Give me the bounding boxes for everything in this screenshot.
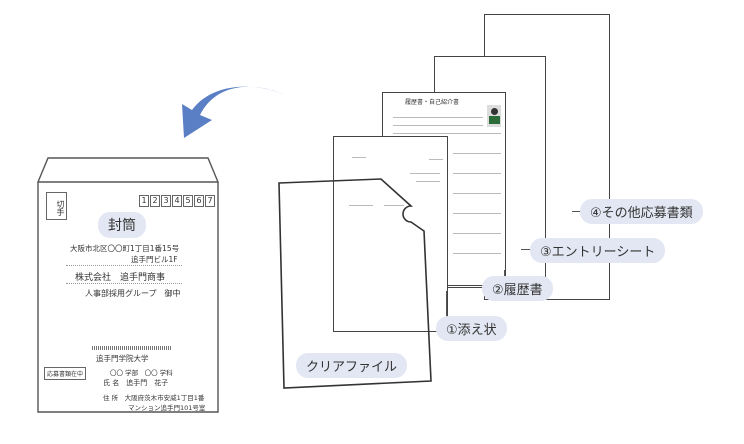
resume-label: ②履歴書 (482, 276, 553, 301)
postal-digit: 1 (139, 195, 149, 207)
sender-address: 住 所 大阪府茨木市安威1丁目1番 (103, 394, 205, 402)
clear-file-label: クリアファイル (296, 353, 408, 378)
other-documents-label: ④その他応募書類 (580, 199, 703, 224)
envelope-label: 封筒 (98, 212, 146, 238)
recipient-department: 人事部採用グループ 御中 (85, 289, 181, 298)
sender-address-2: マンション追手門101号室 (128, 404, 206, 412)
postal-digit: 3 (161, 195, 171, 207)
clear-file (278, 178, 432, 389)
barcode (92, 346, 172, 350)
cover-letter-label: ①添え状 (436, 316, 507, 341)
recipient-company: 株式会社 追手門商事 (75, 273, 166, 283)
postal-digit: 7 (205, 195, 215, 207)
postal-digit: 4 (172, 195, 182, 207)
recipient-building: 追手門ビル1F (131, 255, 178, 264)
postal-digit: 6 (194, 195, 204, 207)
cover-letter (333, 136, 448, 332)
recipient-address: 大阪市北区〇〇町1丁目1番15号 (70, 244, 180, 253)
entry-sheet-label: ③エントリーシート (530, 238, 666, 263)
arrow-icon (182, 86, 285, 138)
postal-digit: 2 (150, 195, 160, 207)
sender-faculty: 〇〇 学部 〇〇 学科 (110, 369, 173, 377)
postal-code: 1 2 3 4 5 6 7 (139, 195, 215, 207)
sender-school: 追手門学院大学 (96, 354, 149, 363)
stamp-box: 切手 (46, 192, 67, 220)
enclosed-stamp: 応募書類在中 (44, 367, 87, 380)
resume-title: 履歴書・自己紹介書 (405, 99, 460, 106)
postal-digit: 5 (183, 195, 193, 207)
photo (487, 105, 501, 127)
sender-name: 氏 名 追手門 花子 (103, 379, 169, 387)
